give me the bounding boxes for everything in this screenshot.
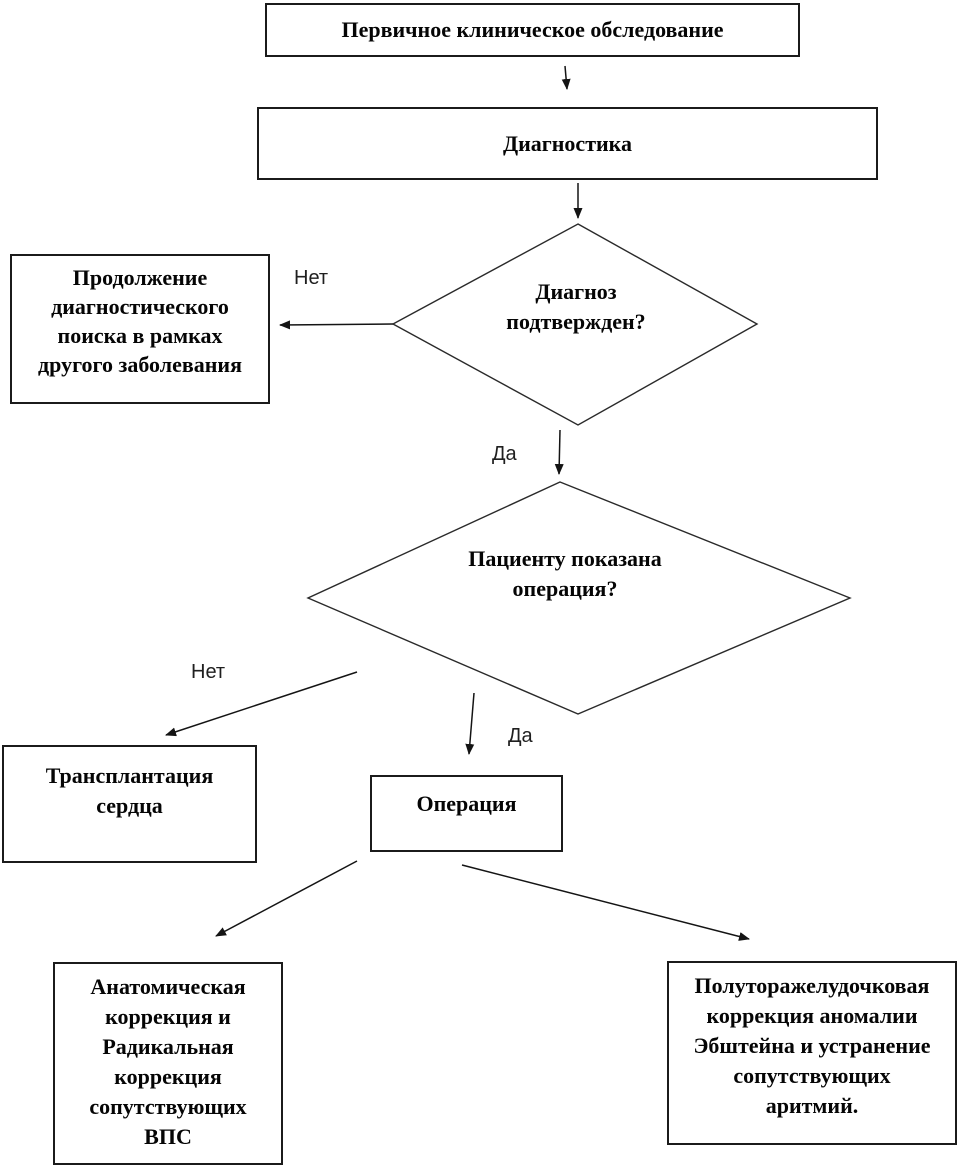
edge-label-no-surgery: Нет (191, 661, 226, 683)
node-anatomic-correction: Анатомическая коррекция и Радикальная ко… (53, 962, 283, 1165)
node-primary-examination: Первичное клиническое обследование (265, 3, 800, 57)
edge-yes-to-surgery-decision (554, 429, 564, 475)
decision-diagnosis-diamond (391, 223, 759, 426)
edge-label-yes-diagnosis: Да (492, 443, 517, 465)
edge-yes-to-operation (465, 692, 475, 755)
decision-surgery-diamond (306, 481, 852, 715)
decision-surgery-label: Пациенту показана операция? (468, 546, 662, 601)
node-one-and-half-ventricle-correction: Полуторажелудочковая коррекция аномалии … (667, 961, 957, 1145)
edge-label-no-diagnosis: Нет (294, 267, 329, 289)
edge-no-to-continue-search (279, 320, 394, 330)
node-heart-transplant: Трансплантация сердца (2, 745, 257, 863)
node-continue-diagnostic-search: Продолжение диагностического поиска в ра… (10, 254, 270, 404)
edge-label-yes-surgery: Да (508, 725, 533, 747)
decision-diagnosis-label: Диагноз подтвержден? (506, 279, 646, 334)
node-operation: Операция (370, 775, 563, 852)
edge-primary-to-diagnostics (561, 65, 571, 90)
edge-no-to-transplant (165, 671, 358, 737)
node-diagnostics: Диагностика (257, 107, 878, 180)
edge-operation-to-onehalf (461, 864, 750, 941)
edge-operation-to-anatomic (215, 860, 358, 937)
